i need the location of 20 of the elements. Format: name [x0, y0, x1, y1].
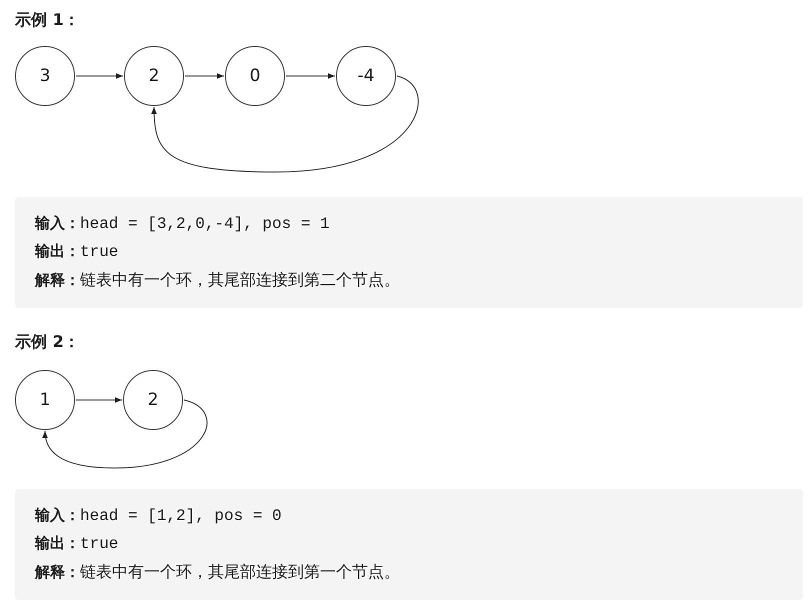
list-node-circle: 3 [15, 46, 75, 106]
list-node-circle: 2 [124, 46, 184, 106]
arrow [42, 400, 208, 468]
list-node-circle: -4 [336, 46, 396, 106]
arrow [76, 397, 122, 403]
code-line: 输入：head = [3,2,0,-4], pos = 1 [35, 214, 330, 233]
list-node-circle: 2 [123, 370, 183, 430]
arrow [76, 73, 124, 79]
code-line: 输入：head = [1,2], pos = 0 [35, 506, 282, 525]
code-line: 解释：链表中有一个环，其尾部连接到第一个节点。 [35, 562, 400, 583]
arrow [184, 73, 224, 79]
example-heading: 示例 2： [15, 332, 80, 353]
example-heading: 示例 1： [15, 10, 80, 31]
arrow [151, 76, 419, 172]
code-line: 解释：链表中有一个环，其尾部连接到第二个节点。 [35, 270, 400, 291]
code-line: 输出：true [35, 242, 118, 261]
list-node-circle: 1 [15, 370, 75, 430]
arrow [286, 73, 336, 79]
list-node-circle: 0 [225, 46, 285, 106]
code-line: 输出：true [35, 534, 118, 553]
